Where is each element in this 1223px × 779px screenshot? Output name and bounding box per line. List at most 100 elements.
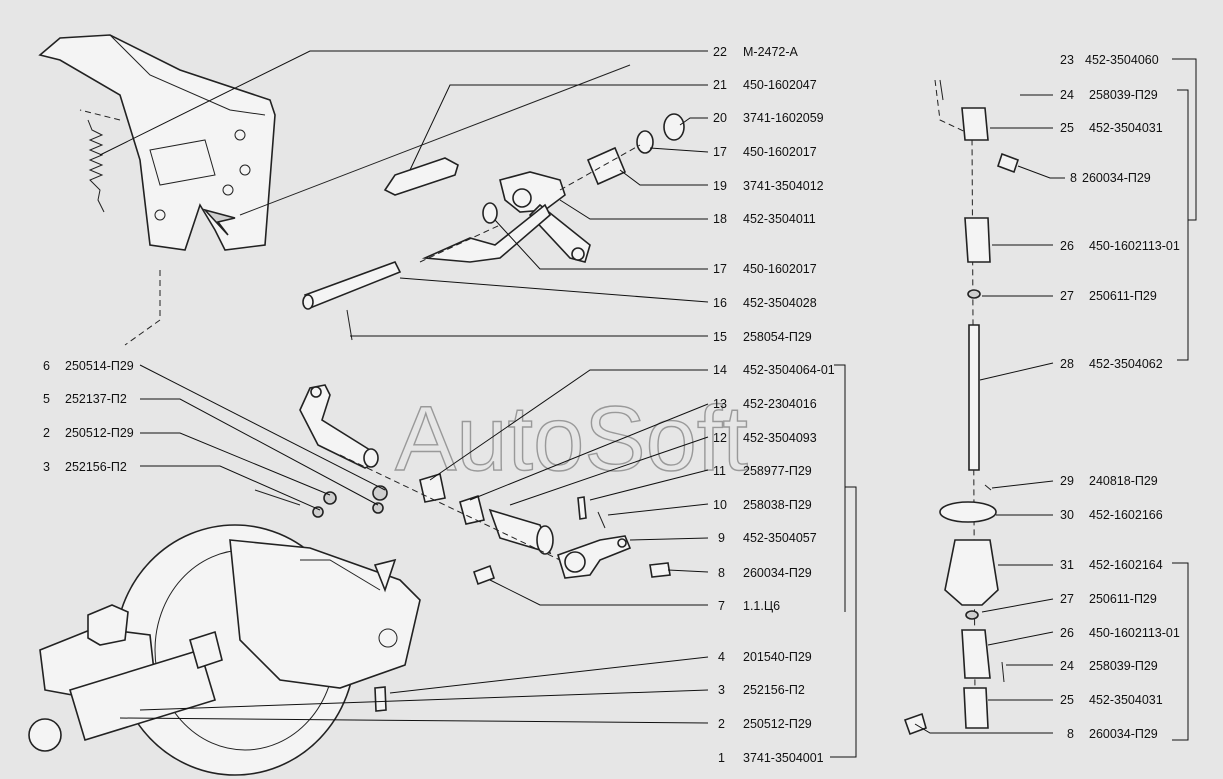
callout-num: 23: [1060, 53, 1074, 67]
callout-num: 19: [713, 179, 727, 193]
callout-code: 258054-П29: [743, 330, 812, 344]
callout-code: 260034-П29: [1089, 727, 1158, 741]
callout-num: 14: [713, 363, 727, 377]
callout-num: 22: [713, 45, 727, 59]
callout-num: 15: [713, 330, 727, 344]
callout-code: 258039-П29: [1089, 88, 1158, 102]
callout-code: 452-3504031: [1089, 693, 1163, 707]
arm-lever: [472, 496, 671, 586]
callout-code: 250611-П29: [1089, 289, 1157, 303]
callout-num: 31: [1060, 558, 1074, 572]
callout-num: 13: [713, 397, 727, 411]
callout-code: 450-1602047: [743, 78, 817, 92]
clutch-lever-shaft: [299, 384, 379, 469]
callout-code: 452-3504057: [743, 531, 817, 545]
callout-code: 260034-П29: [1082, 171, 1151, 185]
callout-code: 450-1602113-01: [1089, 239, 1180, 253]
callout-code: 452-2304016: [743, 397, 817, 411]
leader-lines: [99, 50, 1065, 734]
callout-num: 27: [1060, 592, 1074, 606]
leader-rod: [239, 64, 631, 216]
callout-code: 252137-П2: [65, 392, 127, 406]
callout-code: 250512-П29: [743, 717, 812, 731]
callout-code: 452-3504031: [1089, 121, 1163, 135]
callout-code: 201540-П29: [743, 650, 812, 664]
callout-num: 3: [43, 460, 50, 474]
right-rod-assembly: [903, 79, 1020, 736]
master-cylinder: [28, 604, 387, 752]
pedal-lever: [421, 171, 591, 263]
callout-code: 452-1602166: [1089, 508, 1163, 522]
callout-code: 452-3504064-01: [743, 363, 835, 377]
callout-num: 2: [718, 717, 725, 731]
callout-num: 25: [1060, 121, 1074, 135]
bushings-mid: [419, 472, 554, 555]
callout-num: 7: [718, 599, 725, 613]
callout-num: 1: [718, 751, 725, 765]
return-spring: [87, 119, 105, 213]
callout-code: 450-1602113-01: [1089, 626, 1180, 640]
callout-code: 450-1602017: [743, 262, 817, 276]
callout-num: 26: [1060, 626, 1074, 640]
callout-code: 258038-П29: [743, 498, 812, 512]
callout-num: 27: [1060, 289, 1074, 303]
callout-num: 26: [1060, 239, 1074, 253]
callout-num: 18: [713, 212, 727, 226]
pedal-bracket: [38, 34, 276, 346]
callout-code: 452-1602164: [1089, 558, 1163, 572]
callout-num: 3: [718, 683, 725, 697]
callout-num: 2: [43, 426, 50, 440]
callout-code: 250512-П29: [65, 426, 134, 440]
callout-code: 3741-1602059: [743, 111, 824, 125]
callout-code: 1.1.Ц6: [743, 599, 780, 613]
callout-code: 258039-П29: [1089, 659, 1158, 673]
brake-booster: [114, 524, 421, 776]
callout-num: 10: [713, 498, 727, 512]
watermark: AutoSoft: [395, 388, 748, 490]
callout-code: 452-3504060: [1085, 53, 1159, 67]
callout-num: 11: [713, 464, 726, 478]
bracket-lines: [830, 58, 1197, 758]
axis-line-mid: [339, 454, 561, 561]
callout-code: 450-1602017: [743, 145, 817, 159]
callout-code: 250611-П29: [1089, 592, 1157, 606]
callout-num: 4: [718, 650, 725, 664]
callout-code: 452-3504011: [743, 212, 816, 226]
callout-num: 20: [713, 111, 727, 125]
callout-num: 24: [1060, 659, 1074, 673]
callout-num: 25: [1060, 693, 1074, 707]
callout-num: 16: [713, 296, 727, 310]
bushings-top: [482, 113, 685, 224]
callout-num: 21: [713, 78, 727, 92]
callout-num: 30: [1060, 508, 1074, 522]
callout-code: 452-3504028: [743, 296, 817, 310]
callout-num: 24: [1060, 88, 1074, 102]
callout-code: 250514-П29: [65, 359, 134, 373]
callout-num: 8: [1067, 727, 1074, 741]
callout-num: 6: [43, 359, 50, 373]
callout-num: 5: [43, 392, 50, 406]
callout-code: 260034-П29: [743, 566, 812, 580]
callout-code: 258977-П29: [743, 464, 812, 478]
pedal-pad: [383, 157, 459, 196]
callout-num: 28: [1060, 357, 1074, 371]
callout-num: 8: [1070, 171, 1077, 185]
callout-num: 8: [718, 566, 725, 580]
callout-num: 29: [1060, 474, 1074, 488]
callout-code: 240818-П29: [1089, 474, 1158, 488]
callout-code: 452-3504062: [1089, 357, 1163, 371]
callout-num: 17: [713, 145, 727, 159]
callout-num: 17: [713, 262, 727, 276]
callout-code: 452-3504093: [743, 431, 817, 445]
callout-code: М-2472-А: [743, 45, 799, 59]
callout-num: 12: [713, 431, 727, 445]
callout-code: 252156-П2: [65, 460, 127, 474]
callout-labels: 22 М-2472-А 21 450-1602047 20 3741-16020…: [43, 45, 1180, 765]
pedal-shaft: [302, 144, 641, 341]
callout-code: 252156-П2: [743, 683, 805, 697]
callout-code: 3741-3504001: [743, 751, 824, 765]
callout-num: 9: [718, 531, 725, 545]
callout-code: 3741-3504012: [743, 179, 824, 193]
